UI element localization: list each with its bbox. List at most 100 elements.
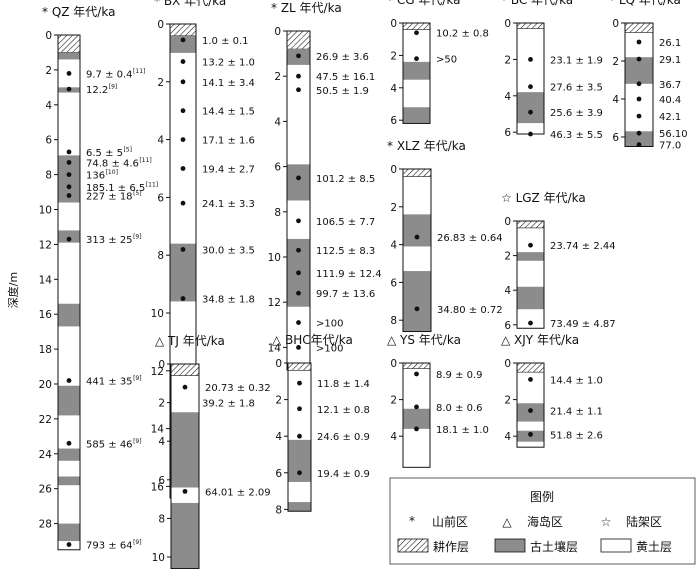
sample-age-label: 29.1 <box>659 55 681 66</box>
depth-tick-label: 8 <box>274 207 281 219</box>
column-border <box>57 34 81 551</box>
sample-point <box>296 290 301 296</box>
tillage-layer <box>57 34 81 53</box>
paleosol-layer <box>403 408 430 429</box>
depth-tick-label: 4 <box>45 100 52 112</box>
sample-age-label: 13.2 ± 1.0 <box>202 58 255 69</box>
sample-reference: [9] <box>109 84 118 91</box>
depth-tick-label: 24 <box>39 449 53 461</box>
column-border <box>402 168 432 333</box>
sample-point <box>296 270 301 276</box>
sample-age-label: 313 ± 25 <box>86 235 133 246</box>
column-title: * BX 年代/ka <box>154 0 226 8</box>
sample-point <box>296 345 301 350</box>
depth-tick-label: 2 <box>390 395 397 407</box>
sample-age-label: 34.8 ± 1.8 <box>202 295 255 306</box>
sample-point <box>636 96 642 102</box>
sample-reference: [9] <box>133 234 142 241</box>
paleosol-layer <box>625 57 653 84</box>
legend-island-label: 海岛区 <box>527 514 563 529</box>
legend-island-symbol: △ <box>502 515 512 529</box>
depth-tick-label: 22 <box>39 414 52 426</box>
tillage-layer <box>286 30 311 50</box>
sample-age-label: 106.5 ± 7.7 <box>316 217 375 228</box>
legend: 图例 * 山前区 △ 海岛区 ☆ 陆架区 耕作层 古土壤层 黄土层 <box>389 477 696 565</box>
sample-age-label: 24.1 ± 3.3 <box>202 199 255 210</box>
sample-point <box>66 193 72 198</box>
sample-point <box>66 440 72 446</box>
depth-tick-label: 14 <box>151 424 165 436</box>
sample-age-label: 64.01 ± 2.09 <box>205 487 271 498</box>
depth-tick-label: 0 <box>275 358 282 370</box>
sample-point <box>66 172 72 178</box>
sample-age-label: 8.9 ± 0.9 <box>436 370 483 381</box>
sample-age-label: 27.6 ± 3.5 <box>550 83 603 94</box>
column-border <box>516 220 545 329</box>
paleosol-layer <box>171 502 199 569</box>
column-title: △ YS 年代/ka <box>387 333 461 347</box>
sample-age-label: >100 <box>316 319 343 330</box>
sample-age-label: 77.0 <box>659 141 681 152</box>
sample-reference: [9] <box>133 438 142 445</box>
depth-tick-label: 26 <box>39 484 53 496</box>
sample-point <box>180 200 186 206</box>
sample-age-label: 42.1 <box>659 112 681 123</box>
sample-point <box>636 56 642 62</box>
sample-point <box>528 131 533 137</box>
legend-mountain-symbol: * <box>409 514 415 528</box>
sample-age-label: 12.1 ± 0.8 <box>317 405 370 416</box>
paleosol-layer <box>403 271 431 332</box>
sample-age-label: 40.4 <box>659 95 681 106</box>
sample-point <box>66 86 72 92</box>
sample-point <box>180 79 186 85</box>
depth-tick-label: 18 <box>39 344 52 356</box>
depth-tick-label: 6 <box>504 127 511 139</box>
legend-shelf-label: 陆架区 <box>626 514 662 529</box>
depth-tick-label: 0 <box>158 359 165 371</box>
sample-point <box>180 59 186 64</box>
tillage-layer <box>402 362 431 369</box>
sample-point <box>296 320 301 325</box>
sample-point <box>528 57 533 62</box>
sample-age-label: 25.6 ± 3.9 <box>550 108 603 119</box>
sample-age-label: 185.1 ± 6.5 <box>86 183 145 194</box>
sample-age-label: 136 <box>86 171 105 182</box>
sample-point <box>414 426 419 432</box>
sample-point <box>180 166 186 171</box>
sample-age-label: 441 ± 35 <box>86 377 133 388</box>
depth-tick-label: 4 <box>504 431 511 443</box>
depth-tick-label: 8 <box>158 513 165 525</box>
sample-reference: [11] <box>139 157 151 164</box>
depth-tick-label: 12 <box>39 239 52 251</box>
tillage-layer <box>624 22 654 33</box>
depth-tick-label: 28 <box>39 519 52 531</box>
sample-point <box>66 236 72 242</box>
sample-age-label: 8.0 ± 0.6 <box>436 403 483 414</box>
depth-tick-label: 4 <box>390 83 397 95</box>
paleosol-layer <box>58 155 80 203</box>
depth-tick-label: 6 <box>612 132 619 144</box>
column-lq: * LQ 年代/ka024626.129.136.740.442.156.107… <box>609 0 688 152</box>
sample-point <box>180 137 186 143</box>
sample-age-label: 12.2 <box>86 85 108 96</box>
depth-tick-label: 2 <box>157 77 164 89</box>
depth-tick-label: 4 <box>158 436 165 448</box>
depth-tick-label: 8 <box>275 504 282 516</box>
sample-point <box>182 488 188 494</box>
tillage-layer <box>169 23 197 36</box>
sample-age-label: 101.2 ± 8.5 <box>316 174 375 185</box>
sample-point <box>66 378 72 383</box>
paleosol-layer <box>58 523 80 542</box>
sample-point <box>414 371 419 377</box>
legend-tillage-swatch <box>397 538 429 553</box>
depth-tick-label: 0 <box>390 358 397 370</box>
legend-mountain-label: 山前区 <box>432 514 468 529</box>
depth-tick-label: 0 <box>390 18 397 30</box>
sample-point <box>180 296 186 301</box>
sample-point <box>296 53 301 59</box>
column-border <box>402 22 431 124</box>
